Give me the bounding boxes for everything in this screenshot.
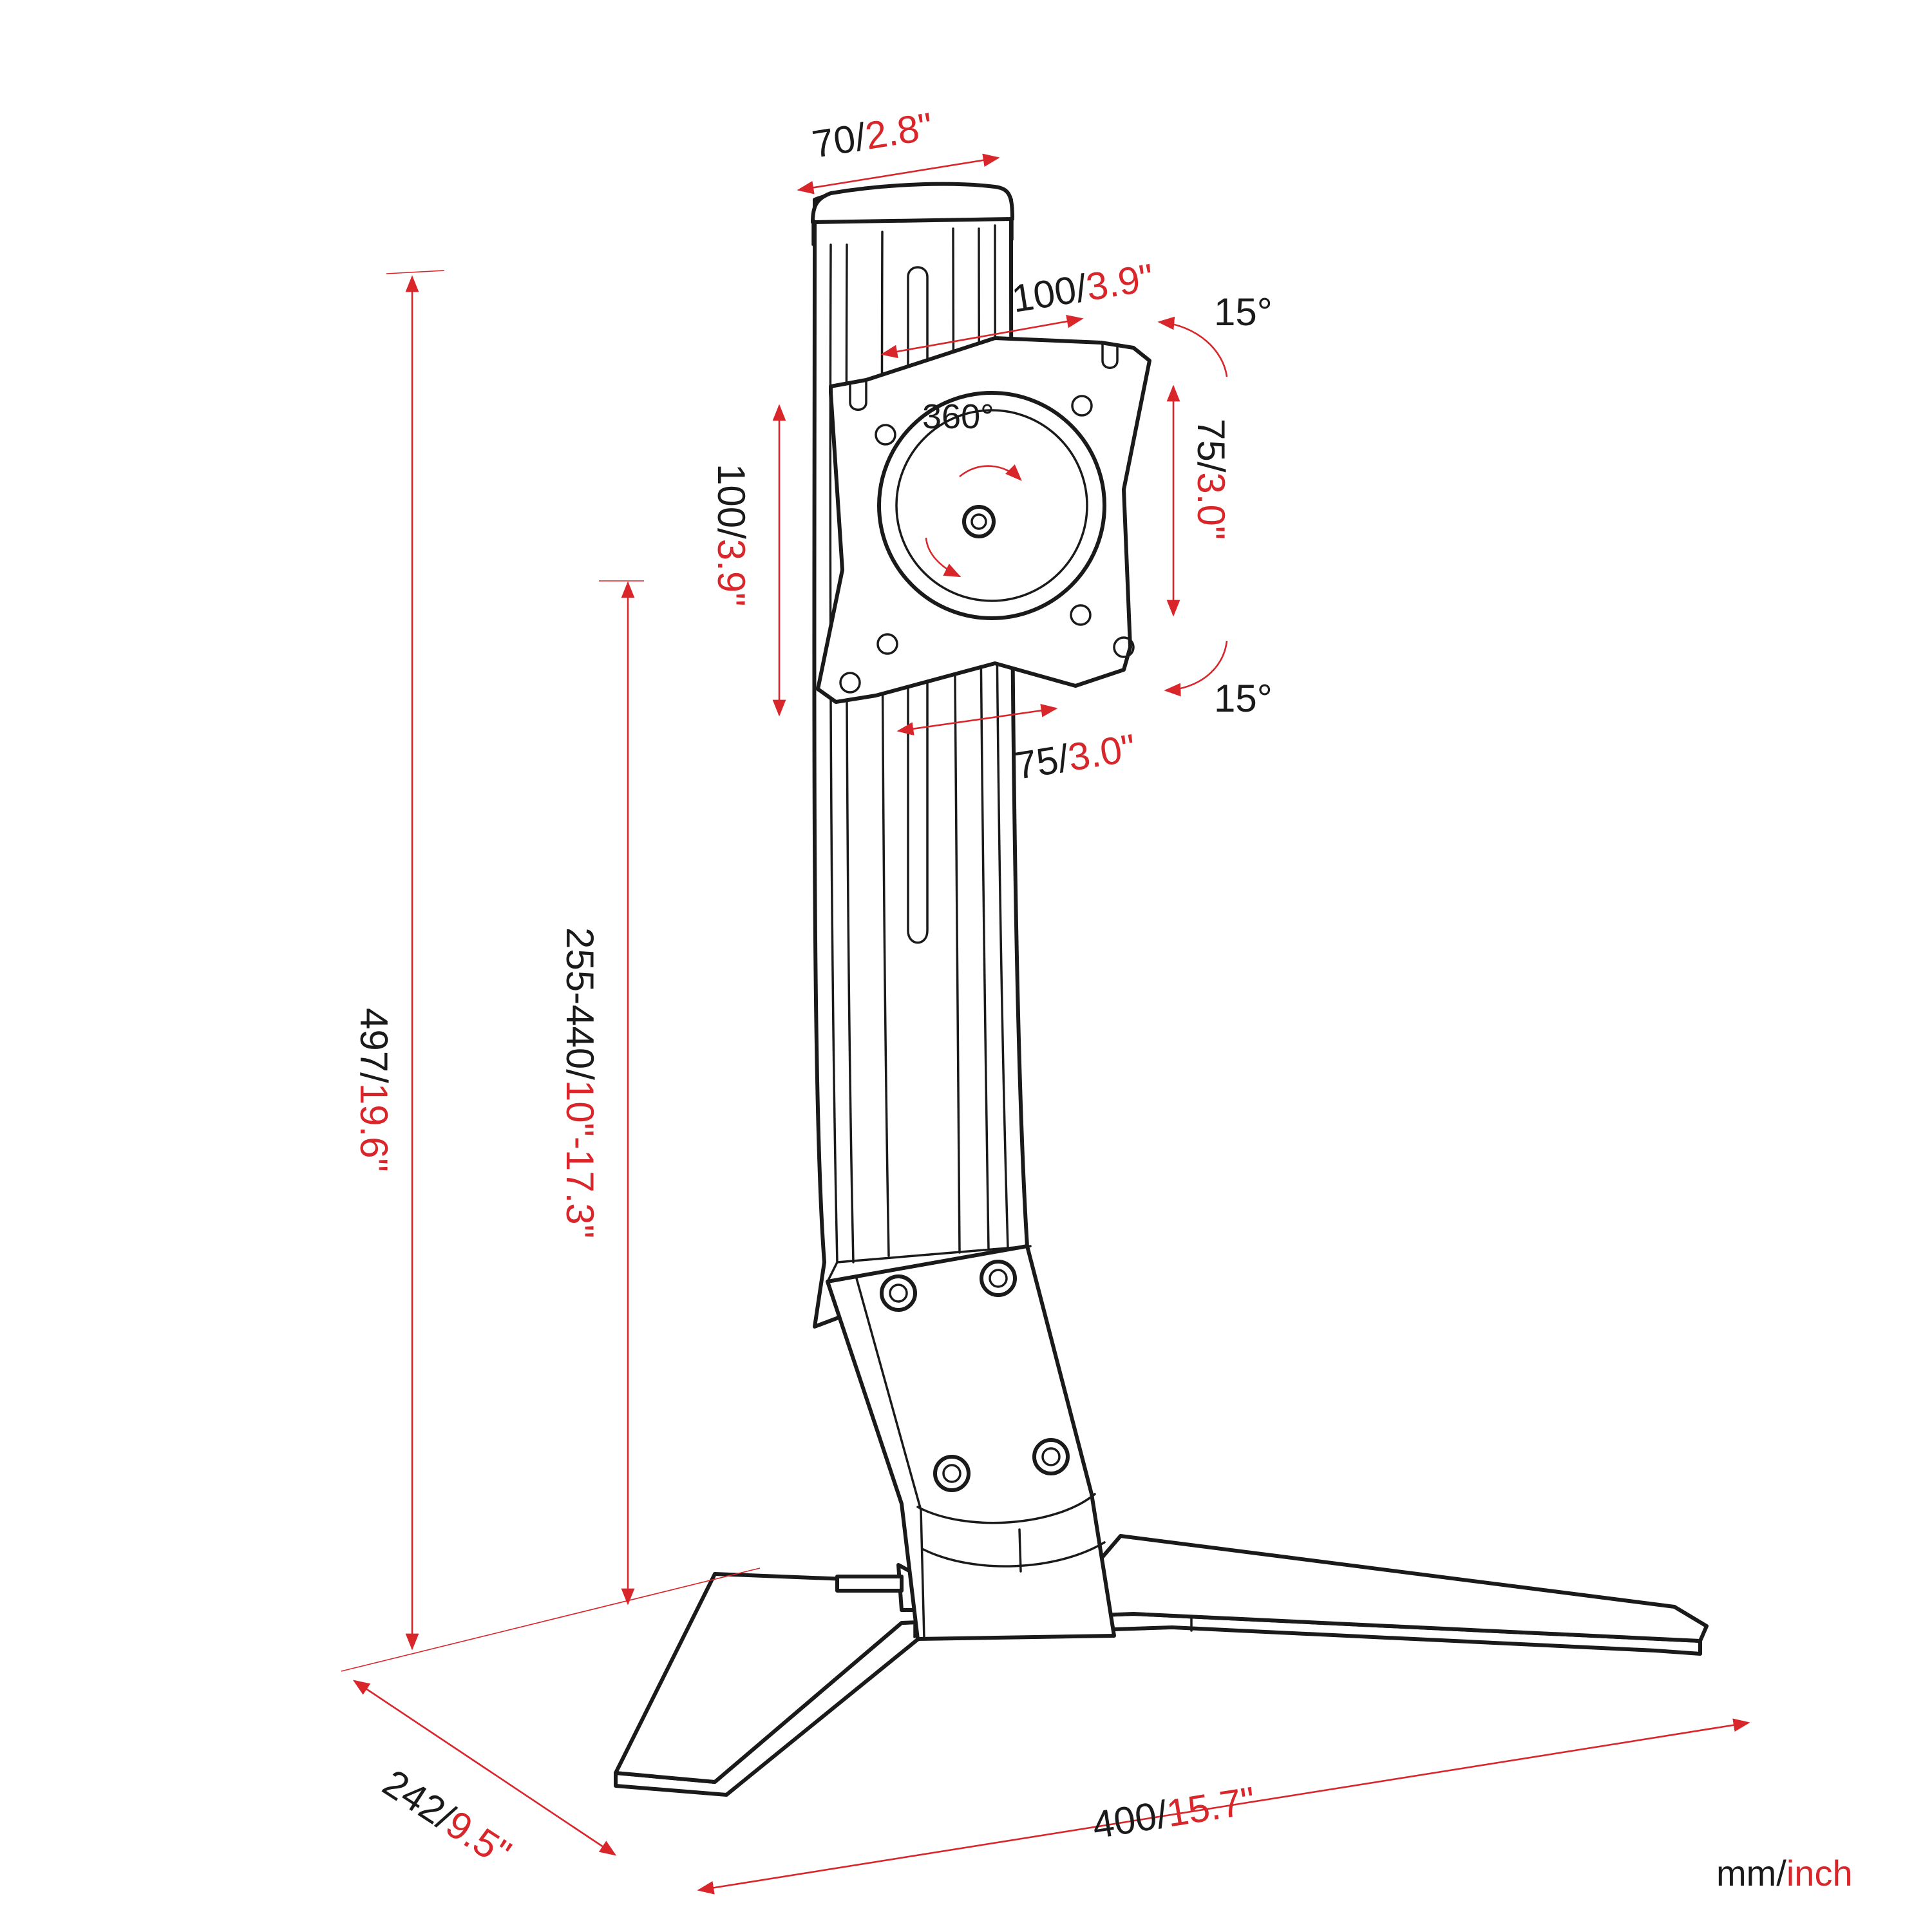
- vesa-bottom-label: 75/3.0": [1012, 726, 1139, 788]
- dimension-lines: [341, 153, 1750, 1895]
- tilt-down-label: 15°: [1214, 677, 1273, 720]
- total-height-label: 497/19.6": [352, 1008, 395, 1172]
- vesa-right-label: 75/3.0": [1189, 419, 1233, 540]
- rotation-label: 360°: [922, 397, 994, 436]
- vesa-plate: [816, 336, 1151, 704]
- base-width-label: 400/15.7": [1090, 1779, 1258, 1847]
- vesa-left-label: 100/3.9": [710, 464, 753, 607]
- vesa-top-label: 100/3.9": [1009, 256, 1157, 321]
- height-range-label: 255-440/10"-17.3": [558, 927, 601, 1238]
- tilt-up-label: 15°: [1214, 290, 1273, 334]
- units-legend: mm/inch: [1716, 1853, 1853, 1893]
- pole-width-label: 70/2.8": [810, 104, 936, 166]
- dimension-labels: 70/2.8" 100/3.9" 75/3.0" 100/3.9" 75/3.0…: [352, 104, 1853, 1893]
- base-depth-label: 242/9.5": [375, 1761, 518, 1875]
- clamp-block: [826, 1244, 1116, 1641]
